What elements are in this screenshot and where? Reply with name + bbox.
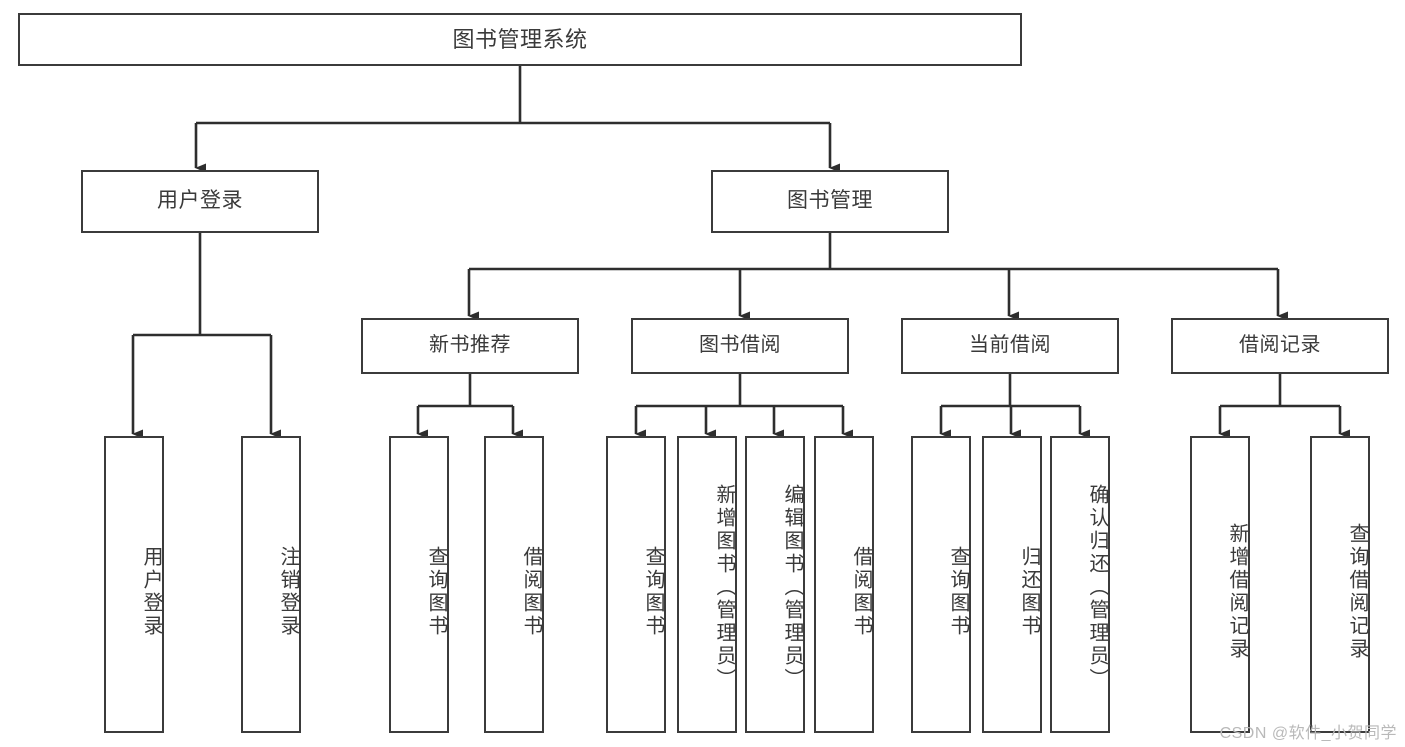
node-leaf-query-book-2[interactable]: 查询图书 <box>606 436 666 733</box>
node-book-manage[interactable]: 图书管理 <box>711 170 949 233</box>
node-leaf-edit-book[interactable]: 编辑图书（管理员） <box>745 436 805 733</box>
node-new-book-rec[interactable]: 新书推荐 <box>361 318 579 374</box>
node-leaf-query-record[interactable]: 查询借阅记录 <box>1310 436 1370 733</box>
node-leaf-return-book[interactable]: 归还图书 <box>982 436 1042 733</box>
node-leaf-confirm-return[interactable]: 确认归还（管理员） <box>1050 436 1110 733</box>
node-user-login[interactable]: 用户登录 <box>81 170 319 233</box>
node-leaf-add-book[interactable]: 新增图书（管理员） <box>677 436 737 733</box>
node-leaf-user-login[interactable]: 用户登录 <box>104 436 164 733</box>
node-leaf-add-record[interactable]: 新增借阅记录 <box>1190 436 1250 733</box>
node-current-borrow[interactable]: 当前借阅 <box>901 318 1119 374</box>
watermark-text: CSDN @软件_小贺同学 <box>1219 725 1397 742</box>
node-leaf-borrow-book-2[interactable]: 借阅图书 <box>814 436 874 733</box>
node-root-system[interactable]: 图书管理系统 <box>18 13 1022 66</box>
node-leaf-query-book-3[interactable]: 查询图书 <box>911 436 971 733</box>
node-leaf-borrow-book-1[interactable]: 借阅图书 <box>484 436 544 733</box>
node-book-borrow[interactable]: 图书借阅 <box>631 318 849 374</box>
node-borrow-record[interactable]: 借阅记录 <box>1171 318 1389 374</box>
node-leaf-logout[interactable]: 注销登录 <box>241 436 301 733</box>
node-leaf-query-book-1[interactable]: 查询图书 <box>389 436 449 733</box>
